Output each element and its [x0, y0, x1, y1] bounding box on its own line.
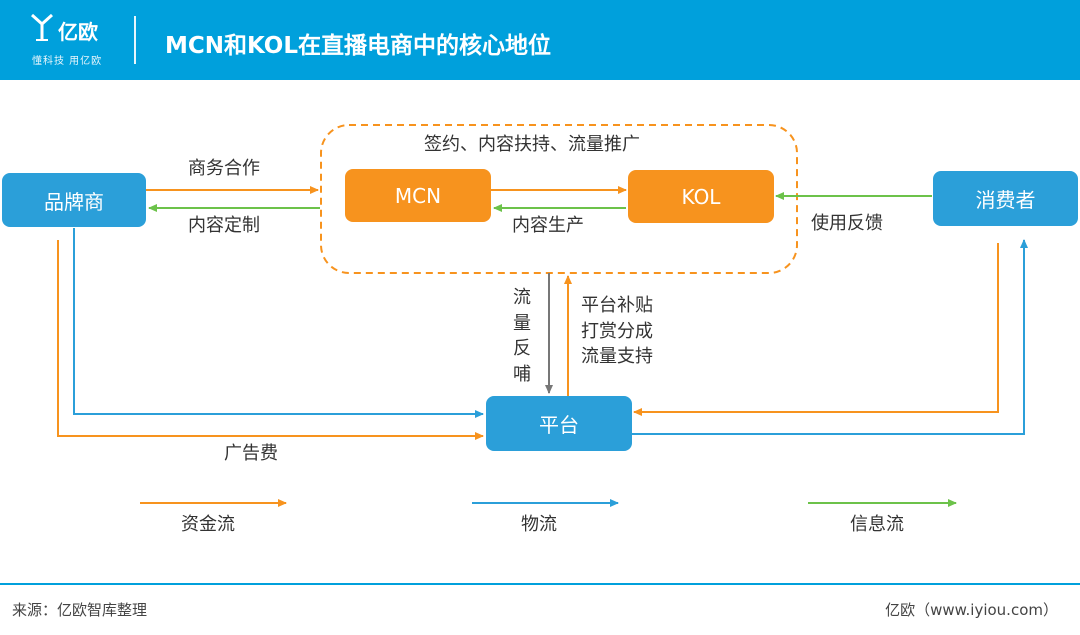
header-bar: 亿欧 懂科技 用亿欧 MCN和KOL在直播电商中的核心地位 [0, 0, 1080, 80]
legend-info-label: 信息流 [850, 514, 904, 535]
logo: 亿欧 懂科技 用亿欧 [30, 12, 120, 68]
logo-name: 亿欧 [58, 20, 98, 44]
label-platform-subsidy: 平台补贴 [581, 295, 653, 316]
node-kol: KOL [628, 170, 774, 223]
node-consumer: 消费者 [933, 171, 1078, 226]
node-platform: 平台 [486, 396, 632, 451]
label-group: 签约、内容扶持、流量推广 [424, 134, 640, 155]
footer-divider [0, 583, 1080, 585]
flow-diagram: 品牌商 MCN KOL 消费者 平台 签约、内容扶持、流量推广 商务合作 内容定… [0, 80, 1080, 580]
logo-mark-icon [30, 13, 54, 41]
page-title: MCN和KOL在直播电商中的核心地位 [165, 33, 552, 59]
arrow-platform-goods [632, 239, 1028, 435]
legend-money-label: 资金流 [181, 514, 235, 535]
label-ad-fee: 广告费 [224, 443, 278, 464]
source-note: 来源：亿欧智库整理 [12, 601, 148, 619]
label-business-cooperation: 商务合作 [188, 158, 260, 179]
node-brand: 品牌商 [2, 173, 146, 227]
label-usage-feedback: 使用反馈 [811, 213, 883, 234]
mcn-kol-group [320, 124, 798, 274]
label-traffic-feedback: 流量反哺 [513, 287, 531, 385]
node-mcn: MCN [345, 169, 491, 222]
header-divider [134, 16, 136, 64]
logo-slogan: 懂科技 用亿欧 [32, 56, 103, 67]
label-tip-share: 打赏分成 [581, 320, 653, 342]
label-content-customization: 内容定制 [188, 215, 260, 236]
legend-goods-label: 物流 [521, 514, 557, 535]
label-content-production: 内容生产 [512, 215, 584, 236]
connector-lines [57, 124, 1028, 507]
site-credit: 亿欧（www.iyiou.com） [885, 601, 1058, 619]
arrow-brand-goods [73, 228, 484, 418]
label-traffic-support: 流量支持 [581, 346, 653, 368]
arrow-consumer-payment [633, 243, 999, 416]
arrow-ad-fee [57, 240, 484, 440]
label-platform-support: 平台补贴 打赏分成 流量支持 [581, 293, 653, 370]
